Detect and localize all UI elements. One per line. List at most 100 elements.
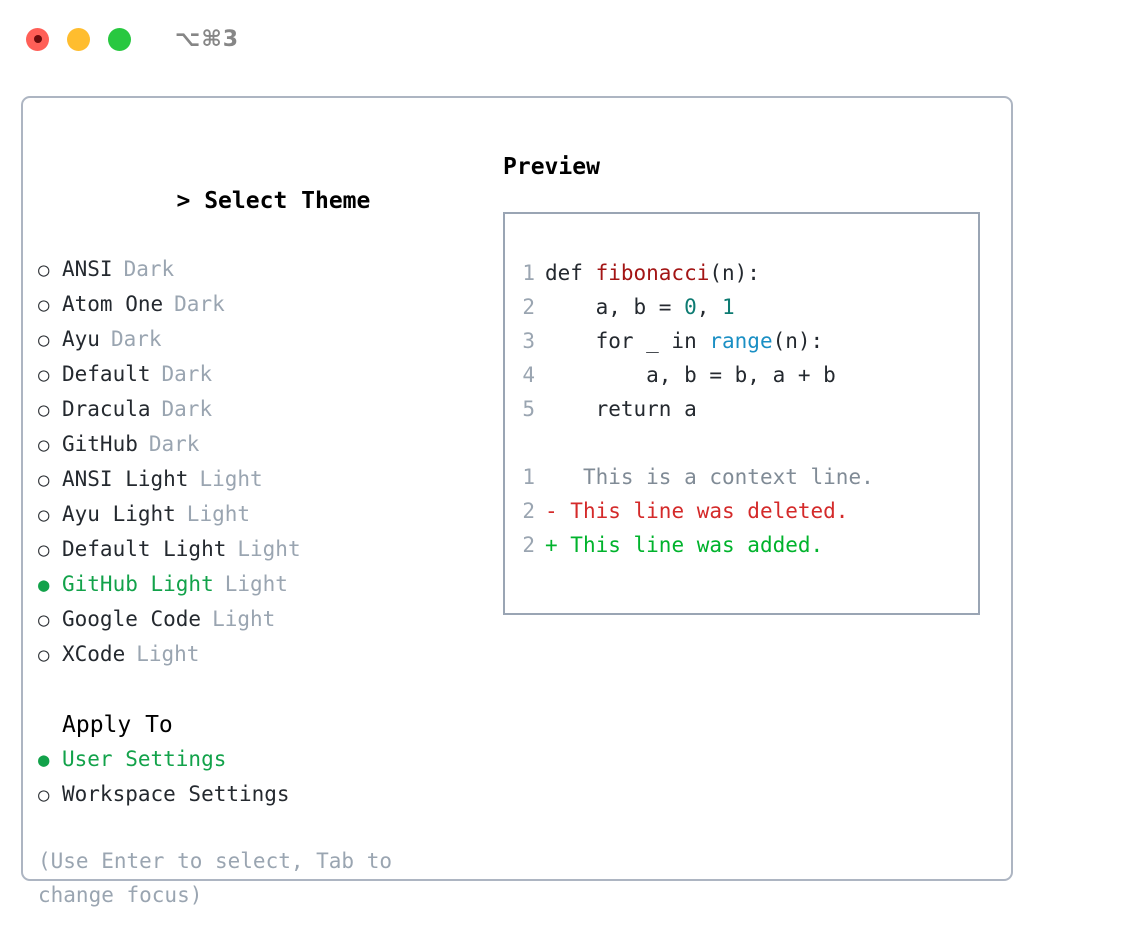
code-line: 3 for _ in range(n): (505, 324, 978, 358)
radio-unselected-icon: ○ (38, 259, 50, 281)
line-number: 3 (522, 329, 535, 353)
theme-variant-badge: Dark (174, 292, 225, 316)
code-line: 2 a, b = 0, 1 (505, 290, 978, 324)
radio-unselected-icon: ○ (38, 364, 50, 386)
diff-line-added: 2 + This line was added. (505, 528, 978, 562)
title-bar: ⌥⌘3 (0, 0, 1140, 78)
diff-line-text: This is a context line. (557, 465, 874, 489)
code-token-plain: , (696, 295, 723, 319)
code-line: 1 def fibonacci(n): (505, 256, 978, 290)
theme-variant-badge: Light (199, 467, 263, 491)
theme-option-google-code[interactable]: ○ Google Code Light (38, 602, 488, 637)
code-token-num: 1 (722, 295, 735, 319)
code-line-content: a, b = b, a + b (545, 358, 836, 392)
minimize-button[interactable] (67, 27, 90, 51)
diff-marker: + (545, 533, 558, 557)
radio-unselected-icon: ○ (38, 399, 50, 421)
preview-heading: Preview (503, 154, 600, 180)
diff-line-text: This line was deleted. (557, 499, 849, 523)
line-number: 2 (522, 499, 535, 523)
line-number: 2 (522, 295, 535, 319)
apply-to-option-workspace-settings[interactable]: ○ Workspace Settings (38, 777, 488, 812)
keyboard-hint-text: (Use Enter to select, Tab to change focu… (38, 849, 393, 907)
prompt-caret-icon: > (176, 188, 191, 214)
theme-option-github-light[interactable]: ● GitHub Light Light (38, 567, 488, 602)
radio-selected-icon: ● (38, 574, 50, 596)
radio-unselected-icon: ○ (38, 504, 50, 526)
theme-option-label: GitHub (62, 432, 138, 456)
code-token-plain: return a (545, 397, 697, 421)
radio-unselected-icon: ○ (38, 329, 50, 351)
theme-option-label: XCode (62, 642, 126, 666)
code-line: 4 a, b = b, a + b (505, 358, 978, 392)
code-token-plain: def (545, 261, 596, 285)
select-theme-heading: > Select Theme (38, 150, 488, 252)
code-token-num: 0 (684, 295, 697, 319)
theme-variant-badge: Light (186, 502, 251, 526)
theme-option-label: ANSI (62, 257, 113, 281)
keyboard-shortcut-label: ⌥⌘3 (175, 26, 240, 52)
theme-option-ansi-light[interactable]: ○ ANSI Light Light (38, 462, 488, 497)
code-line-content: for _ in range(n): (545, 324, 824, 358)
traffic-light-group (26, 27, 131, 51)
theme-option-label: Ayu (62, 327, 100, 351)
theme-variant-badge: Dark (110, 327, 162, 351)
apply-to-option-list[interactable]: ● User Settings ○ Workspace Settings (38, 742, 488, 812)
code-line-content: return a (545, 392, 697, 426)
code-token-fn: fibonacci (595, 261, 710, 285)
theme-option-atom-one[interactable]: ○ Atom One Dark (38, 287, 488, 322)
code-line: 5 return a (505, 392, 978, 426)
diff-marker (545, 460, 558, 494)
apply-to-option-user-settings[interactable]: ● User Settings (38, 742, 488, 777)
apply-to-option-label: Workspace Settings (62, 782, 290, 806)
theme-variant-badge: Light (224, 572, 288, 596)
code-token-plain: (n): (772, 329, 824, 353)
radio-selected-icon: ● (38, 749, 50, 771)
diff-marker: - (545, 499, 558, 523)
code-token-plain: a, b = (545, 295, 685, 319)
line-number: 4 (522, 363, 535, 387)
select-theme-heading-label: Select Theme (204, 188, 371, 214)
radio-unselected-icon: ○ (38, 294, 50, 316)
theme-option-label: ANSI Light (62, 467, 189, 491)
apply-to-heading: Apply To (62, 712, 173, 738)
theme-variant-badge: Dark (123, 257, 175, 281)
apply-to-option-label: User Settings (62, 747, 227, 771)
theme-variant-badge: Dark (148, 432, 200, 456)
line-number: 2 (522, 533, 535, 557)
theme-option-label: GitHub Light (62, 572, 214, 596)
radio-unselected-icon: ○ (38, 784, 50, 806)
diff-line-text: This line was added. (557, 533, 824, 557)
close-button[interactable] (26, 27, 49, 51)
diff-line-context: 1 This is a context line. (505, 460, 978, 494)
code-token-plain: a, b = b, a + b (545, 363, 836, 387)
theme-option-ayu[interactable]: ○ Ayu Dark (38, 322, 488, 357)
code-token-call: range (709, 329, 773, 353)
radio-unselected-icon: ○ (38, 469, 50, 491)
theme-variant-badge: Light (136, 642, 200, 666)
diff-sample: 1 This is a context line. 2- This line wa… (505, 460, 978, 562)
radio-unselected-icon: ○ (38, 609, 50, 631)
theme-variant-badge: Light (237, 537, 301, 561)
theme-option-label: Default Light (62, 537, 227, 561)
line-number: 1 (522, 261, 535, 285)
theme-variant-badge: Light (212, 607, 276, 631)
theme-option-label: Atom One (62, 292, 164, 316)
maximize-button[interactable] (108, 27, 131, 51)
theme-option-label: Google Code (62, 607, 202, 631)
theme-option-ansi[interactable]: ○ ANSI Dark (38, 252, 488, 287)
theme-variant-badge: Dark (161, 397, 213, 421)
code-line-content: def fibonacci(n): (545, 256, 760, 290)
